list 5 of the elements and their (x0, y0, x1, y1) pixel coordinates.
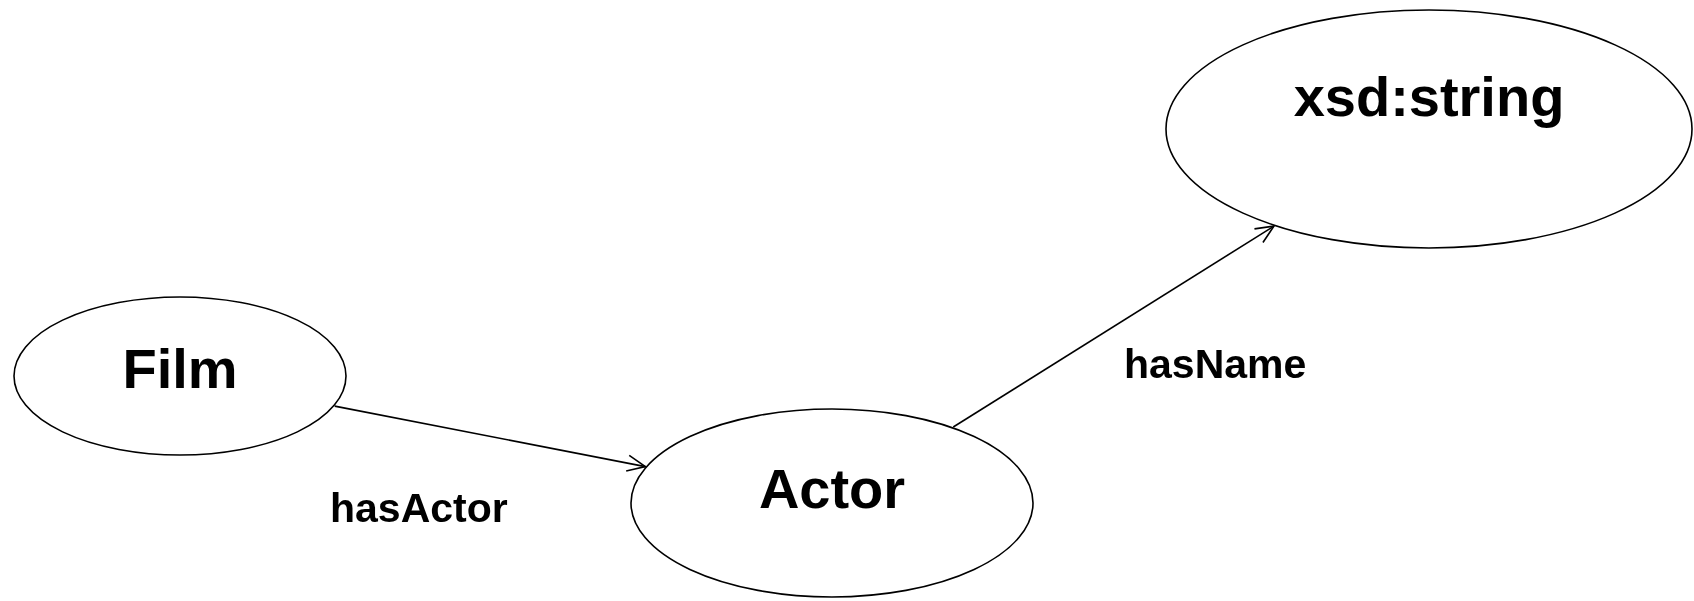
arrow (333, 405, 647, 472)
class-name: xsd:string (1293, 63, 1565, 129)
class-name: Film (122, 335, 238, 401)
arrow (952, 225, 1275, 428)
class-name: Actor (758, 455, 906, 521)
